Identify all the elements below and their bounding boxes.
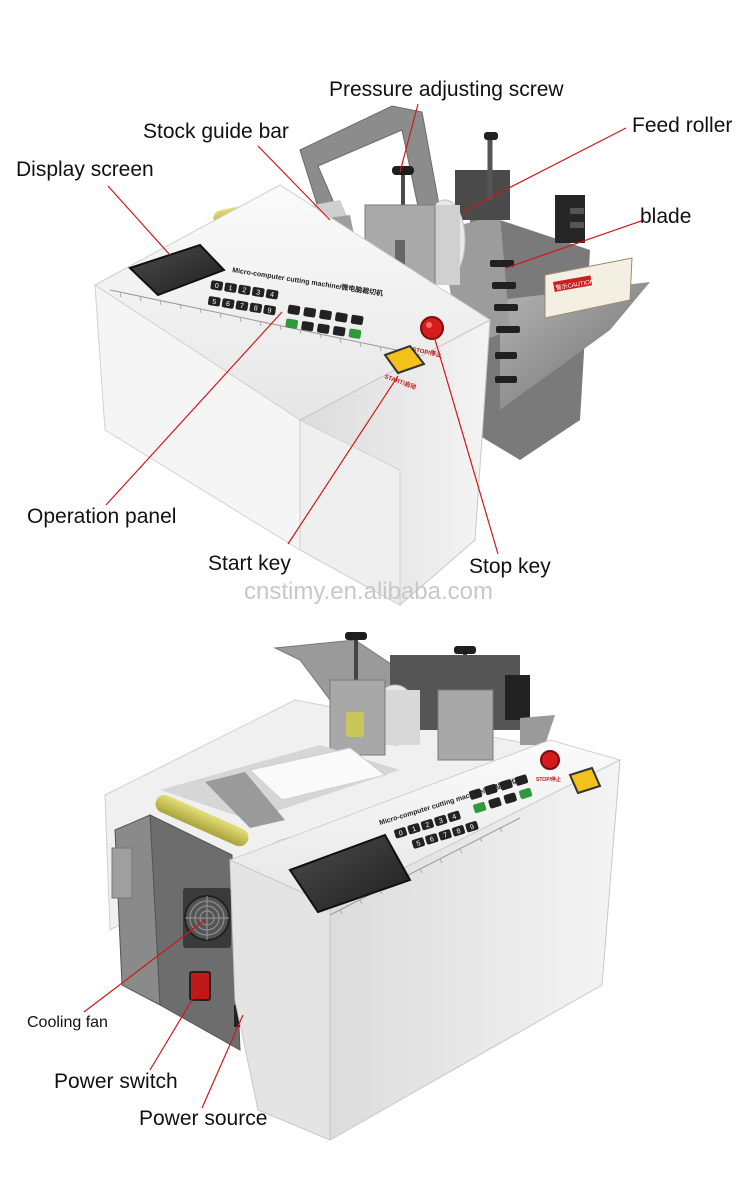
bottom-ruler-ticks	[339, 827, 503, 915]
bottom-callout-lines	[83, 919, 244, 1109]
label-blade: blade	[640, 205, 692, 228]
key-digit[interactable]: 7	[443, 832, 449, 840]
key-digit[interactable]: 7	[239, 303, 244, 311]
key-digit[interactable]: 8	[253, 305, 258, 313]
caution-banner	[553, 275, 593, 292]
label-stop-key: Stop key	[469, 555, 551, 578]
watermark: cnstimy.en.alibaba.com	[244, 578, 493, 605]
top-callout-lines	[105, 103, 645, 555]
feed-roller-housing	[455, 170, 510, 220]
label-stock-guide-bar: Stock guide bar	[143, 120, 289, 143]
top-output-chute	[500, 282, 650, 410]
bottom-green-roller	[155, 794, 249, 847]
label-feed-roller: Feed roller	[632, 114, 733, 137]
key-digit[interactable]: 9	[469, 824, 475, 832]
key-digit[interactable]: 0	[214, 283, 219, 291]
key-digit[interactable]: 1	[228, 285, 233, 293]
top-machine: 警示CAUTION	[94, 105, 650, 606]
key-digit[interactable]: 3	[256, 289, 261, 297]
bottom-start-button[interactable]	[568, 766, 602, 795]
bottom-machine: Micro-computer cutting machine/微电脑裁切机 01…	[104, 632, 622, 1141]
bottom-display-screen	[288, 833, 412, 914]
caution-sign	[544, 257, 633, 319]
key-digit[interactable]: 1	[411, 826, 417, 834]
top-ruler-ticks	[119, 291, 402, 356]
label-start-key: Start key	[208, 552, 291, 575]
key-digit[interactable]: 4	[452, 813, 458, 821]
bottom-guide-bar	[205, 772, 285, 828]
key-digit[interactable]: 0	[398, 830, 404, 838]
cooling-fan	[183, 888, 231, 948]
bottom-press-block	[329, 679, 386, 756]
key-digit[interactable]: 5	[212, 299, 217, 307]
bottom-knob-left	[345, 632, 367, 640]
top-adjust-knob-right	[484, 132, 498, 140]
pressure-screw	[392, 166, 414, 175]
power-switch[interactable]	[189, 971, 211, 1001]
label-power-switch: Power switch	[54, 1070, 178, 1093]
label-power-source: Power source	[139, 1107, 268, 1130]
label-pressure-adjusting-screw: Pressure adjusting screw	[329, 78, 564, 101]
top-stop-button[interactable]	[420, 316, 444, 340]
label-operation-panel: Operation panel	[27, 505, 177, 528]
top-display-screen	[128, 243, 226, 297]
key-digit[interactable]: 4	[269, 291, 274, 299]
label-display-screen: Display screen	[16, 158, 154, 181]
key-digit[interactable]: 3	[438, 817, 444, 825]
top-start-button[interactable]	[383, 344, 426, 375]
frame-screws	[490, 195, 585, 383]
key-digit[interactable]: 5	[416, 840, 422, 848]
bottom-knob-right	[454, 646, 476, 654]
key-digit[interactable]: 2	[242, 287, 247, 295]
key-digit[interactable]: 6	[429, 836, 435, 844]
bottom-body-front	[329, 759, 621, 1141]
bottom-stop-text: STOP/停止	[536, 776, 561, 783]
key-digit[interactable]: 9	[267, 307, 272, 315]
key-digit[interactable]: 2	[425, 822, 431, 830]
key-digit[interactable]: 8	[456, 828, 462, 836]
key-digit[interactable]: 6	[225, 301, 230, 309]
label-cooling-fan: Cooling fan	[27, 1014, 108, 1031]
bottom-stop-button[interactable]	[540, 750, 560, 770]
